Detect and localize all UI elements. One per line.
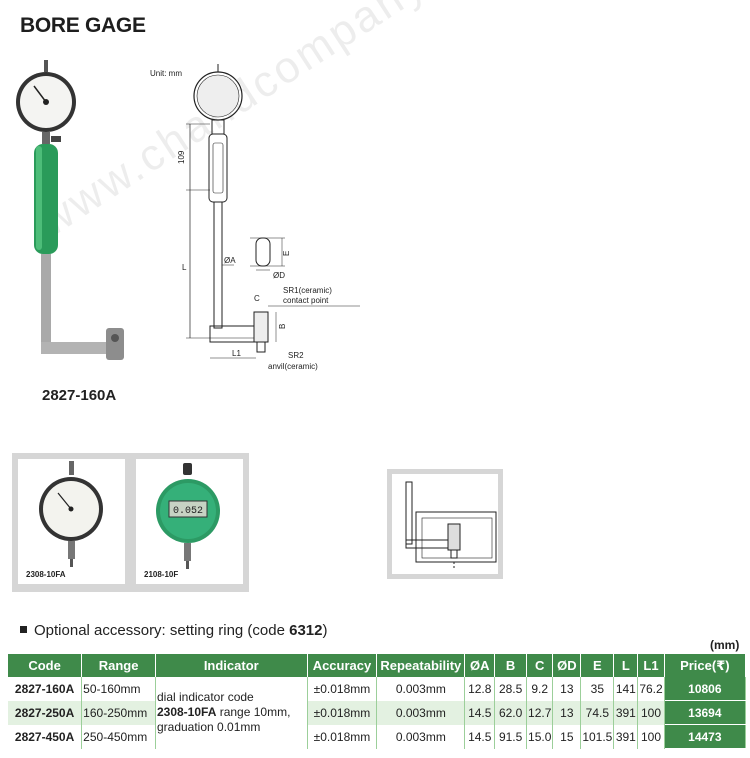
cell-accuracy: ±0.018mm: [307, 724, 378, 749]
digital-indicator-image: 0.052: [156, 463, 220, 569]
cell-range: 160-250mm: [81, 700, 156, 725]
cell-e: 35: [580, 677, 615, 701]
cell-c: 9.2: [526, 677, 554, 701]
cell-l1: 100: [637, 700, 665, 725]
cell-l: 391: [613, 724, 639, 749]
col-range: Range: [81, 654, 156, 677]
cell-l: 141: [613, 677, 639, 701]
indicator-line1: dial indicator code: [156, 690, 254, 705]
diagram-unit: Unit: mm: [150, 69, 182, 78]
cell-repeatability: 0.003mm: [376, 724, 466, 749]
cell-b: 28.5: [494, 677, 528, 701]
sr1-line1: SR1(ceramic): [283, 286, 332, 295]
cell-d: 13: [552, 700, 582, 725]
col-indicator: Indicator: [155, 654, 308, 677]
indicator-line3: graduation 0.01mm: [156, 720, 261, 735]
dim-A: ØA: [224, 256, 236, 265]
dim-L1: L1: [232, 349, 241, 358]
cell-code: 2827-160A: [8, 677, 83, 701]
dim-L: L: [182, 263, 187, 272]
indicator-line2: range 10mm,: [219, 705, 291, 720]
indicator-options-panel: 2308-10FA 0.052 2108-10F: [12, 453, 249, 592]
sr1-line2: contact point: [283, 296, 329, 305]
sr2-line1: SR2: [288, 351, 304, 360]
cell-d: 15: [552, 724, 582, 749]
bore-gage-photo: [16, 60, 124, 360]
cell-code: 2827-250A: [8, 700, 83, 725]
cell-a: 14.5: [464, 724, 496, 749]
dim-C: C: [254, 294, 260, 303]
dim-E: E: [282, 251, 291, 256]
cell-c: 15.0: [526, 724, 554, 749]
col-c: C: [526, 654, 554, 677]
page-title: BORE GAGE: [20, 14, 146, 37]
dial-indicator-card: 2308-10FA: [18, 459, 125, 584]
cell-e: 74.5: [580, 700, 615, 725]
accessory-note: Optional accessory: setting ring (code 6…: [20, 622, 328, 639]
cell-a: 14.5: [464, 700, 496, 725]
cell-b: 62.0: [494, 700, 528, 725]
dim-D: ØD: [273, 271, 285, 280]
col-code: Code: [8, 654, 83, 677]
col-d: ØD: [552, 654, 582, 677]
digital-indicator-card: 0.052 2108-10F: [136, 459, 243, 584]
table-row: 2827-450A 250-450mm ±0.018mm 0.003mm 14.…: [8, 724, 747, 749]
cell-repeatability: 0.003mm: [376, 677, 466, 701]
bullet-square-icon: [20, 625, 27, 633]
dial-indicator-code: 2308-10FA: [26, 570, 66, 579]
table-header-row: Code Range Indicator Accuracy Repeatabil…: [8, 654, 747, 677]
unit-note: (mm): [710, 638, 740, 652]
col-l1: L1: [637, 654, 665, 677]
digital-display: 0.052: [173, 506, 203, 517]
col-repeatability: Repeatability: [376, 654, 466, 677]
cell-l1: 76.2: [637, 677, 665, 701]
cell-price: 13694: [664, 700, 747, 725]
model-label: 2827-160A: [42, 387, 117, 404]
accessory-close: ): [322, 622, 328, 639]
cell-price: 10806: [664, 677, 747, 701]
col-l: L: [613, 654, 639, 677]
col-b: B: [494, 654, 528, 677]
cell-accuracy: ±0.018mm: [307, 700, 378, 725]
table-row: 2827-250A 160-250mm ±0.018mm 0.003mm 14.…: [8, 700, 747, 725]
sr2-line2: anvil(ceramic): [268, 362, 318, 371]
cell-range: 50-160mm: [81, 677, 156, 701]
cell-e: 101.5: [580, 724, 615, 749]
cell-indicator: dial indicator code 2308-10FA range 10mm…: [155, 677, 308, 749]
accessory-text: Optional accessory: setting ring (code: [34, 622, 290, 639]
digital-indicator-code: 2108-10F: [144, 570, 179, 579]
cell-l: 391: [613, 700, 639, 725]
cell-repeatability: 0.003mm: [376, 700, 466, 725]
cell-accuracy: ±0.018mm: [307, 677, 378, 701]
spec-table: Code Range Indicator Accuracy Repeatabil…: [8, 654, 747, 749]
usage-diagram-panel: [387, 469, 503, 579]
dim-B: B: [278, 324, 287, 329]
cell-price: 14473: [664, 724, 747, 749]
col-a: ØA: [464, 654, 496, 677]
dim-109: 109: [177, 150, 186, 164]
cell-code: 2827-450A: [8, 724, 83, 749]
cell-range: 250-450mm: [81, 724, 156, 749]
col-price: Price(₹): [664, 654, 747, 677]
cell-b: 91.5: [494, 724, 528, 749]
dimension-diagram: Unit: mm 109 L ØA E ØD C SR1(ceramic) co…: [150, 64, 360, 371]
cell-a: 12.8: [464, 677, 496, 701]
indicator-code: 2308-10FA: [156, 705, 217, 720]
accessory-code: 6312: [289, 622, 323, 639]
usage-diagram: [405, 481, 497, 570]
col-e: E: [580, 654, 615, 677]
dial-indicator-image: [39, 461, 103, 567]
cell-d: 13: [552, 677, 582, 701]
col-accuracy: Accuracy: [307, 654, 378, 677]
table-row: 2827-160A 50-160mm dial indicator code 2…: [8, 677, 747, 749]
cell-l1: 100: [637, 724, 665, 749]
cell-c: 12.7: [526, 700, 554, 725]
